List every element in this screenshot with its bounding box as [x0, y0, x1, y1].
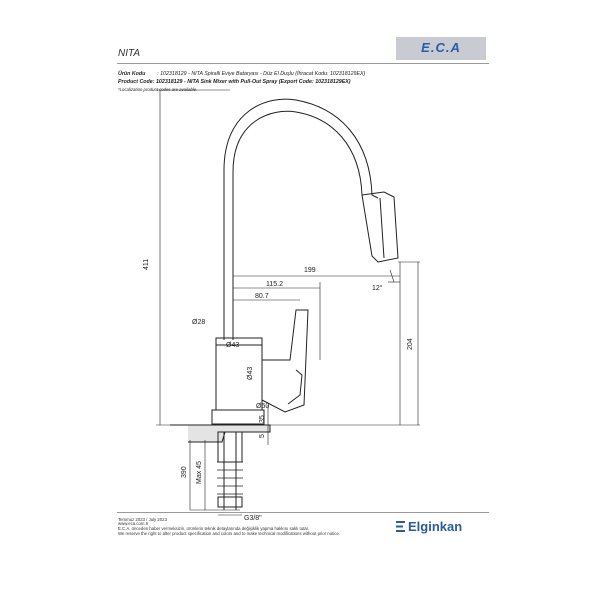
dim-diam-50: Ø50 [256, 403, 269, 410]
mixer-base [211, 409, 265, 425]
dim-diam-43-a: Ø43 [226, 342, 239, 349]
elginkan-brand: Elginkan [408, 519, 463, 534]
countertop [188, 424, 271, 443]
dim-diam-43-b: Ø43 [247, 367, 254, 380]
urun-kodu-text: : 102318129 - NITA Spiralli Eviye Batary… [157, 71, 366, 77]
dim-height-spout: 204 [407, 338, 414, 350]
dim-35: 35 [259, 415, 266, 423]
spout-inner [232, 110, 363, 340]
eca-logo: E.C.A [396, 37, 486, 60]
footer-web: www.eca.com.tr [118, 521, 149, 526]
dim-max: Max 45 [196, 461, 203, 484]
dim-angle: 12° [372, 284, 383, 292]
product-code-label: Product Code: [118, 79, 155, 85]
header-divider [117, 63, 489, 64]
footer-date: Temmuz 2023 / July 2023 [118, 517, 167, 522]
dim-hose: 390 [181, 466, 188, 478]
dim-thread: G3/8" [244, 515, 262, 522]
product-name: NITA [118, 48, 141, 59]
spout-outer [223, 98, 379, 340]
dim-height-total: 411 [143, 259, 150, 270]
elginkan-icon [396, 521, 405, 532]
dim-reach: 199 [304, 267, 316, 274]
urun-kodu-line: Ürün Kodu : 102318129 - NITA Spiralli Ev… [118, 70, 365, 78]
product-code-line: Product Code: 102318129 - NITA Sink Mixe… [118, 78, 351, 86]
urun-kodu-label: Ürün Kodu [118, 71, 146, 77]
spray-head [361, 191, 399, 263]
product-code-text: 102318129 - NITA Sink Mixer with Pull-Ou… [155, 79, 351, 85]
hose-nut [217, 496, 243, 508]
hose-braid [217, 461, 243, 495]
mixer-handle [261, 309, 309, 413]
footer-en-note: We reserve the right to alter product sp… [118, 531, 341, 536]
dim-diam-28: Ø28 [192, 319, 205, 326]
dim-115: 115.2 [266, 281, 283, 288]
footer-tr-note: E.C.A. önceden haber vermeksizin, ürünle… [118, 526, 310, 531]
localization-note: *Localization product codes are availabl… [118, 87, 198, 92]
dim-5: 5 [259, 434, 266, 438]
dim-80: 80.7 [255, 293, 269, 300]
eca-logo-text: E.C.A [421, 40, 461, 55]
footer-divider [117, 512, 489, 513]
